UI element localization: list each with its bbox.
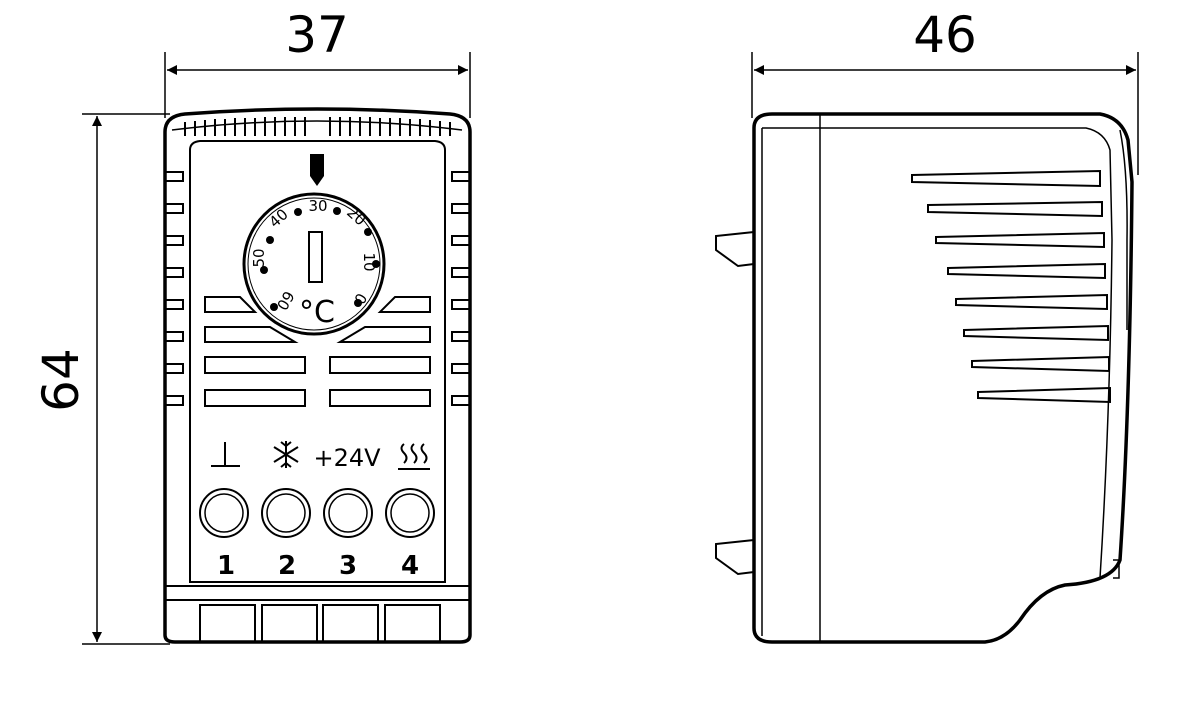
width-dimension-label: 37 [285, 6, 349, 64]
side-view: 46 [715, 6, 1139, 644]
side-vent-tabs [164, 171, 471, 406]
front-vent-slots [204, 296, 431, 407]
side-vent-fins [911, 169, 1111, 404]
bottom-connector-openings [165, 585, 470, 643]
terminal-2-screw[interactable] [261, 488, 311, 538]
temperature-dial[interactable]: 60 50 40 30 20 10 0 °C [242, 192, 386, 336]
din-clip-bottom [715, 539, 755, 576]
side-body-outline [752, 112, 1134, 644]
front-panel [189, 140, 446, 583]
snowflake-icon [273, 441, 299, 468]
terminal-number-2: 2 [278, 551, 296, 581]
plus-24v-label: +24V [313, 444, 381, 472]
terminal-numbers: 1 2 3 4 [217, 551, 419, 581]
front-view: 37 64 [32, 6, 472, 645]
terminal-number-1: 1 [217, 551, 235, 581]
depth-dimension-label: 46 [913, 6, 977, 64]
dial-knob-slot [308, 231, 323, 283]
terminal-screws [199, 488, 435, 538]
dial-unit-label: °C [299, 295, 335, 330]
height-dimension: 64 [32, 113, 170, 645]
dial-dots [260, 207, 380, 311]
terminal-4-screw[interactable] [385, 488, 435, 538]
terminal-number-3: 3 [339, 551, 357, 581]
terminal-symbols: +24V [211, 441, 430, 472]
dial-scale-10: 10 [360, 252, 378, 271]
width-dimension: 37 [164, 6, 471, 118]
terminal-1-screw[interactable] [199, 488, 249, 538]
top-grille [184, 117, 451, 136]
ground-icon [211, 442, 240, 467]
terminal-number-4: 4 [401, 551, 419, 581]
dial-scale-50: 50 [250, 248, 268, 267]
housing-outline [163, 107, 472, 644]
pointer-arrow-icon [310, 154, 324, 186]
height-dimension-label: 64 [32, 348, 90, 412]
depth-dimension: 46 [751, 6, 1139, 175]
din-clip-top [715, 231, 755, 268]
terminal-3-screw[interactable] [323, 488, 373, 538]
heater-icon [398, 443, 430, 470]
dial-scale-30: 30 [308, 197, 327, 215]
